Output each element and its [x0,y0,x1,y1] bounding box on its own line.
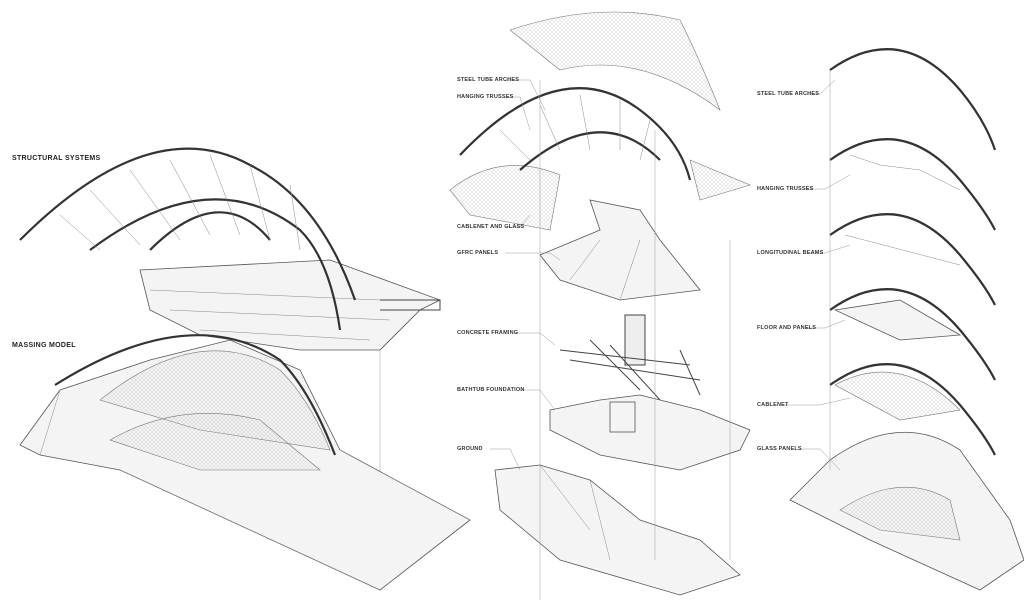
label-cablenet-and-glass: CABLENET AND GLASS [457,224,525,230]
massing-model-title: MASSING MODEL [12,342,76,349]
label-ground: GROUND [457,446,483,452]
label-gfrc-panels: GFRC PANELS [457,250,499,256]
structural-systems-model [19,147,442,510]
label-hanging-trusses: HANGING TRUSSES [457,94,514,100]
seq-label-glass-panels: GLASS PANELS [757,446,802,452]
seq-label-longitudinal-beams: LONGITUDINAL BEAMS [757,250,824,256]
concrete-framing-model [559,314,701,401]
structural-systems-title: STRUCTURAL SYSTEMS [12,155,101,162]
assembly-sequence [785,48,1024,591]
label-concrete-framing: CONCRETE FRAMING [457,330,519,336]
seq-label-cablenet: CABLENET [757,402,789,408]
label-steel-tube-arches: STEEL TUBE ARCHES [457,77,520,83]
label-bathtub-foundation: BATHTUB FOUNDATION [457,387,525,393]
seq-label-steel-tube-arches: STEEL TUBE ARCHES [757,91,820,97]
exploded-axonometric [449,11,751,600]
massing-model [19,334,471,591]
seq-label-floor-and-panels: FLOOR AND PANELS [757,325,817,331]
seq-label-hanging-trusses: HANGING TRUSSES [757,186,814,192]
